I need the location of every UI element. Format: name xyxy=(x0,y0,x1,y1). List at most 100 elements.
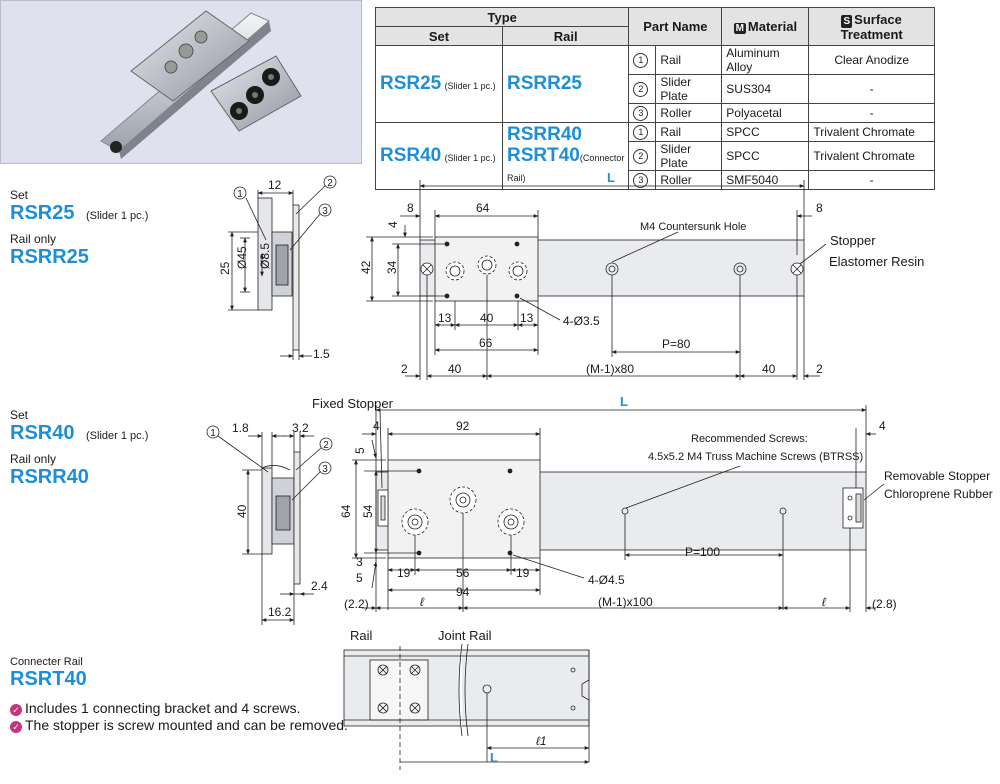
svg-text:Recommended Screws:: Recommended Screws: xyxy=(691,433,808,445)
callout-3: 3 xyxy=(322,464,328,475)
svg-text:66: 66 xyxy=(479,336,493,350)
svg-text:3: 3 xyxy=(356,555,363,569)
svg-text:94: 94 xyxy=(456,585,470,599)
svg-text:Chloroprene Rubber: Chloroprene Rubber xyxy=(884,487,993,501)
table-row: 3 Roller Polyacetal - xyxy=(376,103,935,123)
table-row: RSR25 (Slider 1 pc.) RSRR25 1 Rail Alumi… xyxy=(375,45,935,123)
svg-text:ℓ: ℓ xyxy=(822,595,827,609)
svg-text:5: 5 xyxy=(356,571,363,585)
svg-text:92: 92 xyxy=(456,419,470,433)
pin-icon: ✓ xyxy=(10,704,22,716)
sec2-top-view xyxy=(352,405,885,612)
sec2-side-view xyxy=(217,432,322,625)
sec1-rail-label: Rail only xyxy=(10,232,57,246)
svg-text:42: 42 xyxy=(359,260,373,274)
svg-text:13: 13 xyxy=(520,311,534,325)
svg-text:4: 4 xyxy=(373,419,380,433)
svg-text:ℓ1: ℓ1 xyxy=(536,734,547,748)
dimension-labels: 12 Ø45 Ø8.5 25 1.5 L 8 64 8 4 42 34 13 4… xyxy=(218,170,993,765)
svg-text:Rail: Rail xyxy=(350,628,373,643)
svg-text:(M-1)x80: (M-1)x80 xyxy=(586,362,634,376)
svg-text:1.5: 1.5 xyxy=(313,347,330,361)
svg-text:34: 34 xyxy=(385,260,399,274)
svg-text:1.8: 1.8 xyxy=(232,421,249,435)
material-icon: M xyxy=(733,23,746,34)
svg-text:L: L xyxy=(620,394,628,409)
svg-text:4: 4 xyxy=(386,221,400,228)
svg-text:40: 40 xyxy=(762,362,776,376)
svg-text:M4 Countersunk Hole: M4 Countersunk Hole xyxy=(640,221,746,233)
svg-text:P=80: P=80 xyxy=(662,337,691,351)
svg-text:40: 40 xyxy=(448,362,462,376)
sec1-side-view xyxy=(228,185,326,360)
callout-1: 1 xyxy=(237,189,243,200)
svg-text:2.4: 2.4 xyxy=(311,579,328,593)
svg-text:54: 54 xyxy=(361,504,375,518)
sec1-rail-model: RSRR25 xyxy=(10,246,89,268)
svg-text:L: L xyxy=(490,750,498,765)
svg-text:Joint Rail: Joint Rail xyxy=(438,628,492,643)
svg-text:40: 40 xyxy=(480,311,494,325)
svg-text:16.2: 16.2 xyxy=(268,605,292,619)
sec1-set-model: RSR25 xyxy=(10,202,75,224)
svg-text:(M-1)x100: (M-1)x100 xyxy=(598,595,653,609)
svg-text:40: 40 xyxy=(235,504,249,518)
svg-text:4-Ø3.5: 4-Ø3.5 xyxy=(563,314,600,328)
svg-text:4.5x5.2 M4 Truss Machine Scre: 4.5x5.2 M4 Truss Machine Screws (BTRSS) xyxy=(648,451,863,463)
svg-text:Removable Stopper: Removable Stopper xyxy=(884,469,990,483)
sec3-model: RSRT40 xyxy=(10,668,87,690)
set-header: Set xyxy=(375,26,503,46)
svg-text:56: 56 xyxy=(456,566,470,580)
svg-text:(2.8): (2.8) xyxy=(872,597,897,611)
svg-text:5: 5 xyxy=(353,447,367,454)
product-photo xyxy=(0,0,362,164)
svg-text:2: 2 xyxy=(816,362,823,376)
svg-text:Elastomer Resin: Elastomer Resin xyxy=(829,254,924,269)
svg-text:64: 64 xyxy=(339,504,353,518)
svg-text:4: 4 xyxy=(879,419,886,433)
table-row: 2 Slider Plate SPCC Trivalent Chromate xyxy=(376,141,935,171)
svg-text:4-Ø4.5: 4-Ø4.5 xyxy=(588,573,625,587)
table-row: 2 Slider Plate SUS304 - xyxy=(376,74,935,104)
sec1-top-view xyxy=(366,180,827,380)
sec1-set-label: Set xyxy=(10,188,29,202)
note-2: ✓The stopper is screw mounted and can be… xyxy=(10,717,348,733)
svg-text:12: 12 xyxy=(268,178,282,192)
callout-1: 1 xyxy=(210,428,216,439)
type-header: Type xyxy=(374,7,630,27)
sec2-set-model: RSR40 xyxy=(10,422,75,444)
sec3-connector-view xyxy=(343,643,590,770)
svg-text:ℓ: ℓ xyxy=(420,595,425,609)
pin-icon: ✓ xyxy=(10,721,22,733)
sec1-slider-note: (Slider 1 pc.) xyxy=(86,210,149,222)
sec2-set-label: Set xyxy=(10,408,29,422)
callout-2: 2 xyxy=(327,178,333,189)
svg-text:25: 25 xyxy=(218,261,232,275)
svg-text:19: 19 xyxy=(516,566,530,580)
svg-text:L: L xyxy=(607,170,615,185)
svg-text:Ø8.5: Ø8.5 xyxy=(258,243,272,269)
callout-2: 2 xyxy=(323,440,329,451)
sec2-slider-note: (Slider 1 pc.) xyxy=(86,430,149,442)
svg-text:P=100: P=100 xyxy=(685,545,720,559)
svg-text:3.2: 3.2 xyxy=(292,421,309,435)
surface-icon: S xyxy=(841,14,853,28)
part-name-header: Part Name xyxy=(628,7,723,46)
svg-text:Stopper: Stopper xyxy=(830,233,876,248)
svg-text:19: 19 xyxy=(397,566,411,580)
svg-text:Fixed Stopper: Fixed Stopper xyxy=(312,396,394,411)
svg-text:64: 64 xyxy=(476,201,490,215)
callout-3: 3 xyxy=(322,206,328,217)
note-1: ✓Includes 1 connecting bracket and 4 scr… xyxy=(10,700,301,716)
sec3-label: Connecter Rail xyxy=(10,656,83,668)
svg-text:8: 8 xyxy=(816,201,823,215)
sec2-rail-model: RSRR40 xyxy=(10,466,89,488)
svg-text:13: 13 xyxy=(438,311,452,325)
sec2-rail-label: Rail only xyxy=(10,452,57,466)
svg-text:(2.2): (2.2) xyxy=(344,597,369,611)
